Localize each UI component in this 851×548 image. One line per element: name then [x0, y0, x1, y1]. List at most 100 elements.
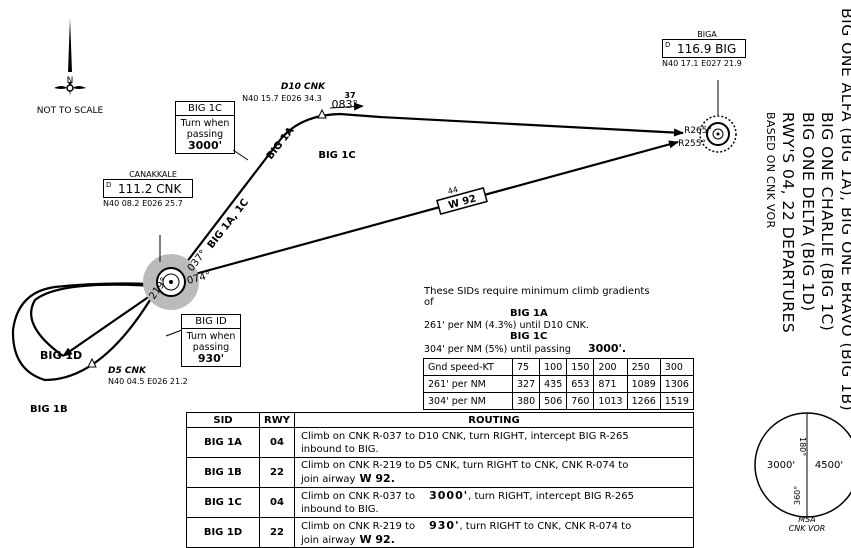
table-row: BIG 1A 04 Climb on CNK R-037 to D10 CNK,… [187, 428, 694, 458]
biga-r255-label: R255° [678, 139, 706, 149]
callout-big1d: BIG ID Turn when passing 930' [181, 314, 241, 367]
table-cell: 1013 [594, 393, 627, 410]
gradient-text-1c-main: 304' per NM (5%) until passing [424, 344, 571, 355]
table-cell: 304' per NM [424, 393, 513, 410]
table-cell: 200 [594, 359, 627, 376]
table-row: Gnd speed-KT 75 100 150 200 250 300 [424, 359, 694, 376]
d10-fix-icon [318, 110, 326, 118]
rwy-cell: 22 [260, 458, 295, 488]
table-cell: 1089 [627, 376, 660, 393]
routing-text-a: Climb on CNK R-037 to [301, 491, 415, 502]
table-cell: 760 [567, 393, 594, 410]
routing-line-2: inbound to BIG. [301, 443, 687, 456]
route-label-big1b: BIG 1B [30, 404, 68, 415]
table-row: 261' per NM 327 435 653 871 1089 1306 [424, 376, 694, 393]
table-row: 304' per NM 380 506 760 1013 1266 1519 [424, 393, 694, 410]
gradient-heading-1a: BIG 1A [510, 308, 548, 319]
sid-cell: BIG 1C [187, 488, 260, 518]
table-row: BIG 1B 22 Climb on CNK R-219 to D5 CNK, … [187, 458, 694, 488]
gradient-text-1c-alt: 3000'. [588, 342, 626, 355]
callout-big1d-header: BIG ID [182, 315, 240, 329]
gradient-table: Gnd speed-KT 75 100 150 200 250 300 261'… [423, 358, 694, 410]
title-line-3: BIG ONE DELTA (BIG 1D) [798, 8, 818, 528]
distance-37-label: 37 [344, 91, 355, 100]
table-cell: 300 [660, 359, 693, 376]
route-label-big1c: BIG 1C [318, 150, 355, 161]
routing-airway: W 92. [355, 472, 394, 485]
callout-big1c-altitude: 3000' [178, 140, 232, 151]
gradient-intro-2: of [424, 297, 434, 308]
biga-name: BIGA [662, 30, 752, 39]
routing-line-2-text: join airway [301, 535, 355, 546]
route-label-big1d: BIG 1D [40, 349, 82, 362]
header-rwy: RWY [260, 413, 295, 428]
route-w92 [173, 142, 678, 280]
title-line-2: BIG ONE CHARLIE (BIG 1C) [817, 8, 837, 528]
table-cell: 150 [567, 359, 594, 376]
biga-r265-label: R265° [684, 126, 712, 136]
callout-big1c-header: BIG 1C [176, 102, 234, 116]
canakkale-coords: N40 08.2 E026 25.7 [103, 199, 203, 208]
routing-text-b: , turn RIGHT, intercept BIG R-265 [468, 491, 634, 502]
table-cell: 871 [594, 376, 627, 393]
table-cell: Gnd speed-KT [424, 359, 513, 376]
header-routing: ROUTING [295, 413, 694, 428]
routing-text-a: Climb on CNK R-219 to [301, 521, 415, 532]
rwy-cell: 22 [260, 518, 295, 548]
callout-big1d-line1: Turn when [184, 331, 238, 342]
table-cell: 435 [540, 376, 567, 393]
canakkale-name: CANAKKALE [103, 170, 203, 179]
d10-name: D10 CNK [281, 82, 326, 92]
table-cell: 250 [627, 359, 660, 376]
sid-cell: BIG 1D [187, 518, 260, 548]
table-cell: 506 [540, 393, 567, 410]
routing-line-2: inbound to BIG. [301, 503, 687, 516]
table-cell: 100 [540, 359, 567, 376]
table-header-row: SID RWY ROUTING [187, 413, 694, 428]
not-to-scale-label: NOT TO SCALE [37, 106, 104, 116]
routing-cell: Climb on CNK R-219 to D5 CNK, turn RIGHT… [295, 458, 694, 488]
routing-altitude: 3000' [415, 489, 468, 502]
gradient-intro-1: These SIDs require minimum climb gradien… [424, 286, 650, 297]
routing-line-1: Climb on CNK R-037 to D10 CNK, turn RIGH… [301, 430, 687, 443]
callout-big1c-line1: Turn when [178, 118, 232, 129]
route-big1a-1c [173, 114, 683, 280]
d10-coords: N40 15.7 E026 34.3 [242, 94, 322, 103]
routing-table: SID RWY ROUTING BIG 1A 04 Climb on CNK R… [186, 412, 694, 548]
header-sid: SID [187, 413, 260, 428]
sid-cell: BIG 1A [187, 428, 260, 458]
table-cell: 261' per NM [424, 376, 513, 393]
table-cell: 75 [513, 359, 540, 376]
chart-title-block: BIG ONE ALFA (BIG 1A), BIG ONE BRAVO (BI… [720, 8, 851, 528]
canakkale-info: CANAKKALE D 111.2 CNK N40 08.2 E026 25.7 [103, 170, 203, 208]
gradient-text-1a: 261' per NM (4.3%) until D10 CNK. [424, 320, 589, 331]
routing-line-2-text: join airway [301, 474, 355, 485]
routing-altitude: 930' [415, 519, 459, 532]
title-line-5: BASED ON CNK VOR [762, 8, 778, 528]
table-cell: 1266 [627, 393, 660, 410]
table-cell: 327 [513, 376, 540, 393]
rwy-cell: 04 [260, 488, 295, 518]
gradient-heading-1c: BIG 1C [510, 331, 547, 342]
routing-airway: W 92. [355, 533, 394, 546]
d5-coords: N40 04.5 E026 21.2 [108, 377, 188, 386]
north-arrow-icon: N NOT TO SCALE [37, 18, 104, 116]
routing-line-1: Climb on CNK R-219 to D5 CNK, turn RIGHT… [301, 459, 687, 472]
gradient-text-1c: 304' per NM (5%) until passing 3000'. [424, 342, 626, 355]
canakkale-prefix: D [106, 181, 111, 189]
route-label-big1a: BIG 1A [265, 125, 297, 162]
biga-frequency: 116.9 BIG [677, 42, 736, 56]
rwy-cell: 04 [260, 428, 295, 458]
routing-cell: Climb on CNK R-037 to D10 CNK, turn RIGH… [295, 428, 694, 458]
biga-prefix: D [665, 41, 670, 49]
table-cell: 380 [513, 393, 540, 410]
biga-coords: N40 17.1 E027 21.9 [662, 59, 752, 68]
north-label: N [67, 76, 74, 86]
